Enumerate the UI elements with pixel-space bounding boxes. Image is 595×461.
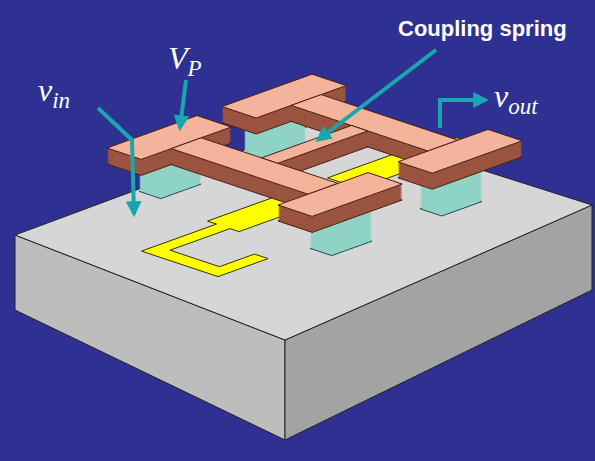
leader-line	[98, 108, 134, 214]
leader-line	[440, 100, 486, 128]
substrate	[15, 120, 592, 440]
leader-line	[180, 80, 186, 128]
resonator-structure	[107, 74, 522, 276]
leader-lines	[98, 50, 486, 214]
signal-name: VP	[168, 42, 202, 80]
signal-name: vin	[38, 74, 70, 112]
signal-name: vout	[494, 80, 538, 118]
part-label: Coupling spring	[398, 18, 567, 40]
leader-line	[318, 50, 436, 140]
anchor-pad	[278, 173, 402, 233]
anchor-pad	[398, 129, 522, 189]
